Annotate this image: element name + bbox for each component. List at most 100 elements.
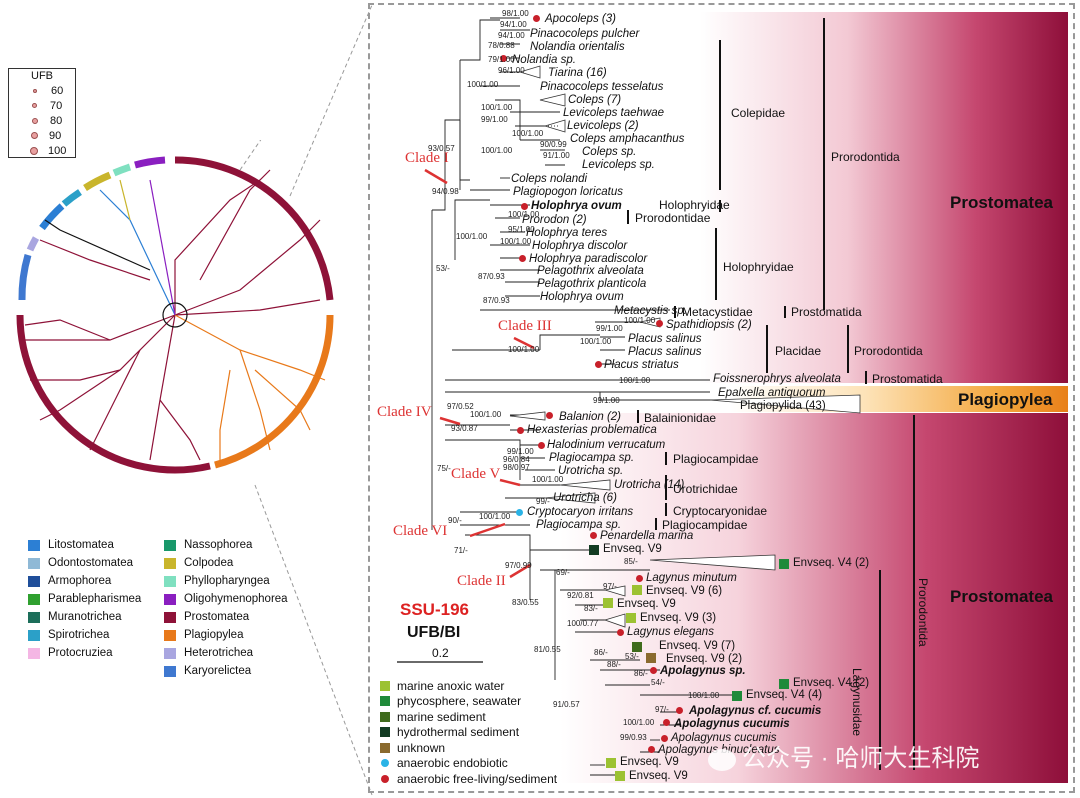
family-label: Prostomatida — [791, 305, 862, 319]
taxon-label: Urotricha (14) — [614, 479, 685, 491]
support-value: 100/1.00 — [500, 237, 532, 246]
red-dot-icon — [521, 203, 528, 210]
env-label: anaerobic endobiotic — [397, 756, 508, 771]
clade-label: Clade VI — [393, 523, 448, 539]
env-square-icon — [589, 545, 599, 555]
red-dot-icon — [650, 667, 657, 674]
support-value: 91/1.00 — [543, 151, 570, 160]
support-value: 88/- — [607, 660, 621, 669]
support-value: 92/0.81 — [567, 591, 594, 600]
ufb-dot-icon — [32, 103, 37, 108]
class-legend-item: Nassophorea — [164, 536, 288, 554]
support-value: 100/1.00 — [467, 80, 499, 89]
support-value: 97/- — [655, 705, 669, 714]
red-dot-icon — [519, 255, 526, 262]
red-dot-icon — [663, 719, 670, 726]
family-label: Holophryidae — [659, 198, 730, 212]
dot-icon — [381, 774, 389, 783]
taxon-label: Envseq. V9 (7) — [659, 640, 736, 652]
class-legend-item: Prostomatea — [164, 608, 288, 626]
class-legend-item: Oligohymenophorea — [164, 590, 288, 608]
support-value: 71/- — [454, 546, 468, 555]
zoom-lines — [254, 4, 373, 796]
support-value: 93/0.87 — [451, 424, 478, 433]
support-value: 93/0.57 — [428, 144, 455, 153]
swatch-icon — [28, 557, 40, 569]
red-dot-icon — [636, 575, 643, 582]
class-legend-right: Nassophorea Colpodea Phyllopharyngea Oli… — [164, 536, 288, 680]
taxon-label: Envseq. V9 (6) — [646, 585, 723, 597]
class-legend-item: Karyorelictea — [164, 662, 288, 680]
taxon-label: Cryptocaryon irritans — [527, 506, 634, 518]
ring-prostomatea-2 — [16, 314, 211, 474]
wechat-icon — [708, 748, 736, 771]
class-legend-item: Phyllopharyngea — [164, 572, 288, 590]
support-value: 100/0.77 — [567, 619, 599, 628]
taxon-label: Plagiocampa sp. — [536, 519, 622, 531]
tree-title: SSU-196 — [400, 600, 469, 619]
support-value: 99/1.00 — [593, 396, 620, 405]
family-label: Prorodontidae — [635, 211, 711, 225]
prostomatea-gradient-bottom — [560, 413, 1068, 783]
square-icon — [380, 711, 390, 722]
ufb-row: 100 — [9, 143, 75, 158]
env-legend-item: marine anoxic water — [380, 678, 557, 694]
ufb-legend-title: UFB — [31, 70, 53, 82]
ring-prostomatea — [174, 156, 334, 301]
support-value: 75/- — [437, 464, 451, 473]
swatch-icon — [164, 629, 176, 641]
red-dot-icon — [546, 412, 553, 419]
ufb-row: 60 — [9, 83, 75, 98]
taxon-label: Holophrya discolor — [532, 240, 628, 252]
red-dot-icon — [656, 320, 663, 327]
taxon-label: Plagiopogon loricatus — [513, 186, 623, 198]
class-name: Prostomatea — [184, 611, 250, 623]
support-value: 53/- — [436, 264, 450, 273]
taxon-label: Nolandia sp. — [512, 54, 576, 66]
support-value: 97/0.52 — [447, 402, 474, 411]
taxon-label: Envseq. V4 (2) — [793, 557, 870, 569]
support-value: 100/1.00 — [481, 146, 513, 155]
ring-karyorelictea — [18, 254, 32, 301]
ufb-value: 70 — [50, 99, 63, 112]
taxon-label: Pelagothrix planticola — [537, 278, 647, 290]
class-name: Karyorelictea — [184, 665, 252, 677]
env-legend-item: phycosphere, seawater — [380, 694, 557, 710]
family-label: Cryptocaryonidae — [673, 504, 768, 518]
family-label: Prorodontida — [854, 344, 923, 358]
square-icon — [380, 727, 390, 738]
circular-tree — [16, 140, 334, 474]
ufb-legend: UFB 60 70 80 90 100 — [8, 68, 76, 158]
taxon-label: Holophrya paradiscolor — [529, 253, 648, 265]
taxon-label: Hexasterias problematica — [527, 424, 657, 436]
taxon-label: Prorodon (2) — [522, 214, 587, 226]
class-legend-item: Spirotrichea — [28, 626, 141, 644]
swatch-icon — [164, 665, 176, 677]
red-dot-icon — [676, 707, 683, 714]
taxon-label: Levicoleps sp. — [582, 159, 655, 171]
support-value: 100/1.00 — [688, 691, 720, 700]
ring-litostomatea — [39, 203, 65, 231]
env-square-icon — [632, 642, 642, 652]
support-value: 99/- — [536, 497, 550, 506]
ring-heterotrichea — [26, 236, 40, 252]
class-name: Protocruziea — [48, 647, 113, 659]
taxon-label: Envseq. V9 (3) — [640, 612, 717, 624]
red-dot-icon — [648, 746, 655, 753]
swatch-icon — [28, 629, 40, 641]
red-dot-icon — [590, 532, 597, 539]
taxon-label: Lagynus elegans — [627, 626, 714, 638]
support-value: 100/1.00 — [532, 475, 564, 484]
support-value: 83/- — [584, 604, 598, 613]
red-dot-icon — [538, 442, 545, 449]
env-square-icon — [732, 691, 742, 701]
env-square-icon — [603, 598, 613, 608]
family-label: Placidae — [775, 344, 822, 358]
taxon-label: Apolagynus sp. — [660, 665, 746, 677]
support-value: 87/0.93 — [483, 296, 510, 305]
taxon-label: Envseq. V9 — [603, 543, 662, 555]
env-square-icon — [779, 559, 789, 569]
taxon-label: Pinacocoleps tesselatus — [540, 81, 664, 93]
family-label: Prostomatida — [872, 372, 943, 386]
env-legend-item: anaerobic free-living/sediment — [380, 771, 557, 787]
